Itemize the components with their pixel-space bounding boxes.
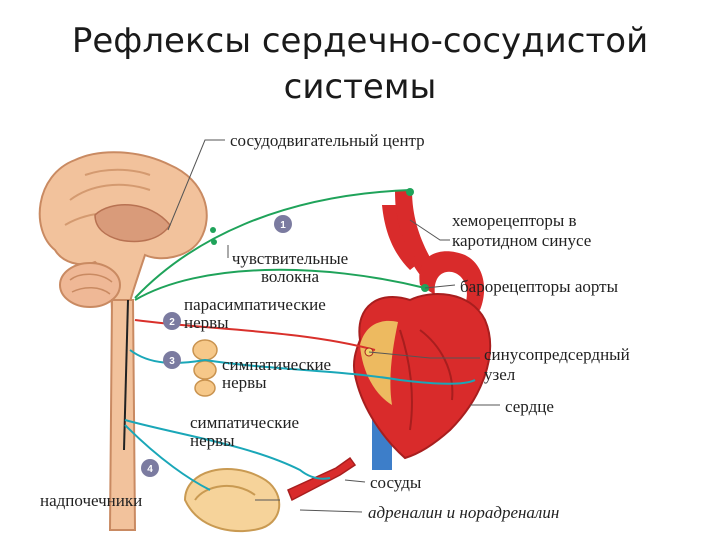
sensory-pathway-upper: [134, 189, 411, 299]
brain-illustration: [38, 151, 208, 311]
label-vessels: сосуды: [370, 473, 422, 492]
svg-text:1: 1: [280, 220, 286, 231]
svg-text:4: 4: [147, 464, 153, 475]
title-line-2: системы: [283, 67, 437, 107]
pathway-badge-3: 3: [163, 351, 181, 369]
pathway-badge-2: 2: [163, 312, 181, 330]
label-chemoreceptors-line-2: каротидном синусе: [452, 231, 592, 250]
label-adrenal: надпочечники: [40, 491, 143, 510]
label-parasympathetic-line-2: нервы: [184, 313, 229, 332]
label-heart: сердце: [505, 397, 554, 416]
spinal-cord: [108, 299, 137, 531]
label-baroreceptors: барорецепторы аорты: [460, 277, 619, 296]
label-sympathetic-1-line-2: нервы: [222, 373, 267, 392]
label-vasomotor-center: сосудодвигательный центр: [230, 131, 425, 150]
label-sensory-fibers-line-2: волокна: [260, 267, 320, 286]
title-line-1: Рефлексы сердечно-сосудистой: [71, 21, 649, 61]
label-sinoatrial-line-1: синусопредсердный: [484, 345, 630, 364]
sympathetic-ganglia: [192, 339, 218, 397]
adrenal-gland: [183, 468, 281, 533]
label-sympathetic-1-line-1: симпатические: [222, 355, 332, 374]
leader-lines: [167, 139, 500, 513]
label-sympathetic-2-line-2: нервы: [190, 431, 235, 450]
sympathetic-pathway-vessels: [124, 419, 331, 480]
label-chemoreceptors-line-1: хеморецепторы в: [452, 211, 577, 230]
label-sinoatrial-line-2: узел: [484, 365, 516, 384]
svg-text:3: 3: [169, 356, 175, 367]
slide-title: Рефлексы сердечно-сосудистой системы: [0, 18, 720, 110]
pathway-badge-1: 1: [274, 215, 292, 233]
sympathetic-pathway-adrenal: [124, 424, 211, 491]
label-sympathetic-2-line-1: симпатические: [190, 413, 300, 432]
sensory-pathway-lower: [134, 268, 426, 301]
label-hormones: адреналин и норадреналин: [368, 503, 560, 522]
svg-text:2: 2: [169, 317, 175, 328]
pathway-badge-4: 4: [141, 459, 159, 477]
label-sensory-fibers-line-1: чувствительные: [231, 249, 349, 268]
label-parasympathetic-line-1: парасимпатические: [184, 295, 326, 314]
heart-illustration: [352, 190, 492, 470]
